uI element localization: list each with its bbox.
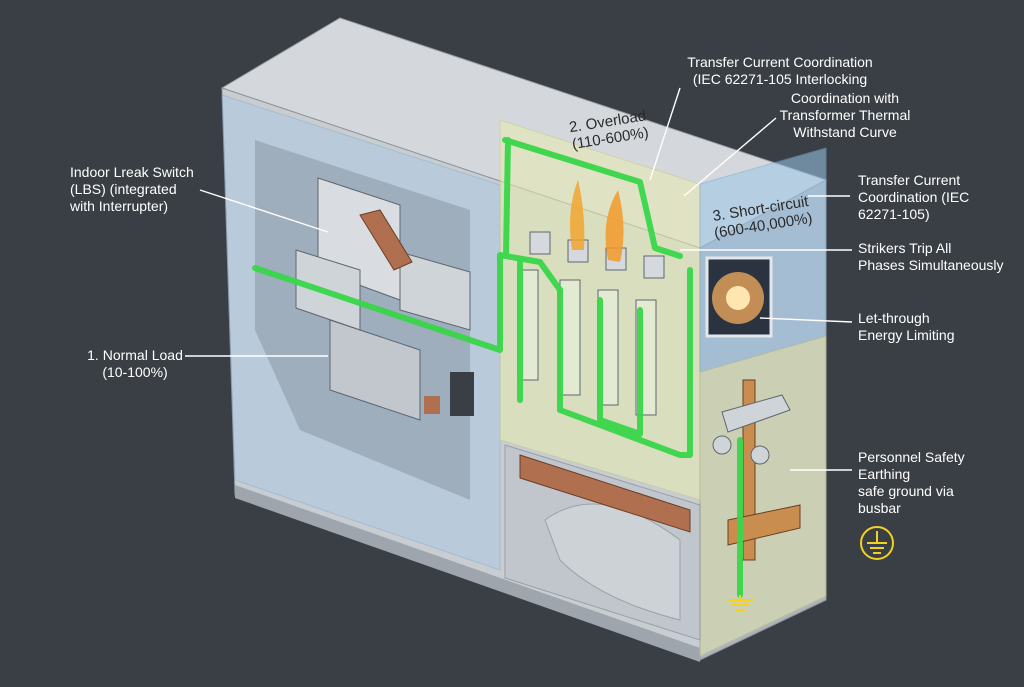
cabinet-base xyxy=(235,485,700,662)
copper-busbar xyxy=(519,454,691,533)
overload-flame xyxy=(570,180,585,250)
overload-flame xyxy=(605,190,624,262)
strikers-label: Strikers Trip All Phases Simultaneously xyxy=(858,240,1004,273)
green-current-path xyxy=(252,137,743,598)
earthing-switch xyxy=(712,379,801,561)
lower-arch xyxy=(544,503,681,621)
leader-lines xyxy=(185,87,853,471)
ground-terminal-icon xyxy=(727,595,753,611)
arc-core xyxy=(726,286,750,310)
earth-ground-icon xyxy=(860,526,894,560)
thermal-withstand-label: Coordination with Transformer Thermal Wi… xyxy=(779,90,911,140)
normal-load-label: 1. Normal Load (10-100%) xyxy=(87,347,183,380)
let-through-label: Let-through Energy Limiting xyxy=(858,310,955,343)
transfer-iec-label: Transfer Current Coordination (IEC 62271… xyxy=(858,172,970,222)
earthing-label: Personnel Safety Earthing safe ground vi… xyxy=(858,449,965,516)
lbs-label: Indoor Lreak Switch (LBS) (integrated wi… xyxy=(70,164,194,214)
lbs-mechanism xyxy=(295,177,474,421)
transfer-interlock-label: Transfer Current Coordination (IEC 62271… xyxy=(687,54,873,87)
